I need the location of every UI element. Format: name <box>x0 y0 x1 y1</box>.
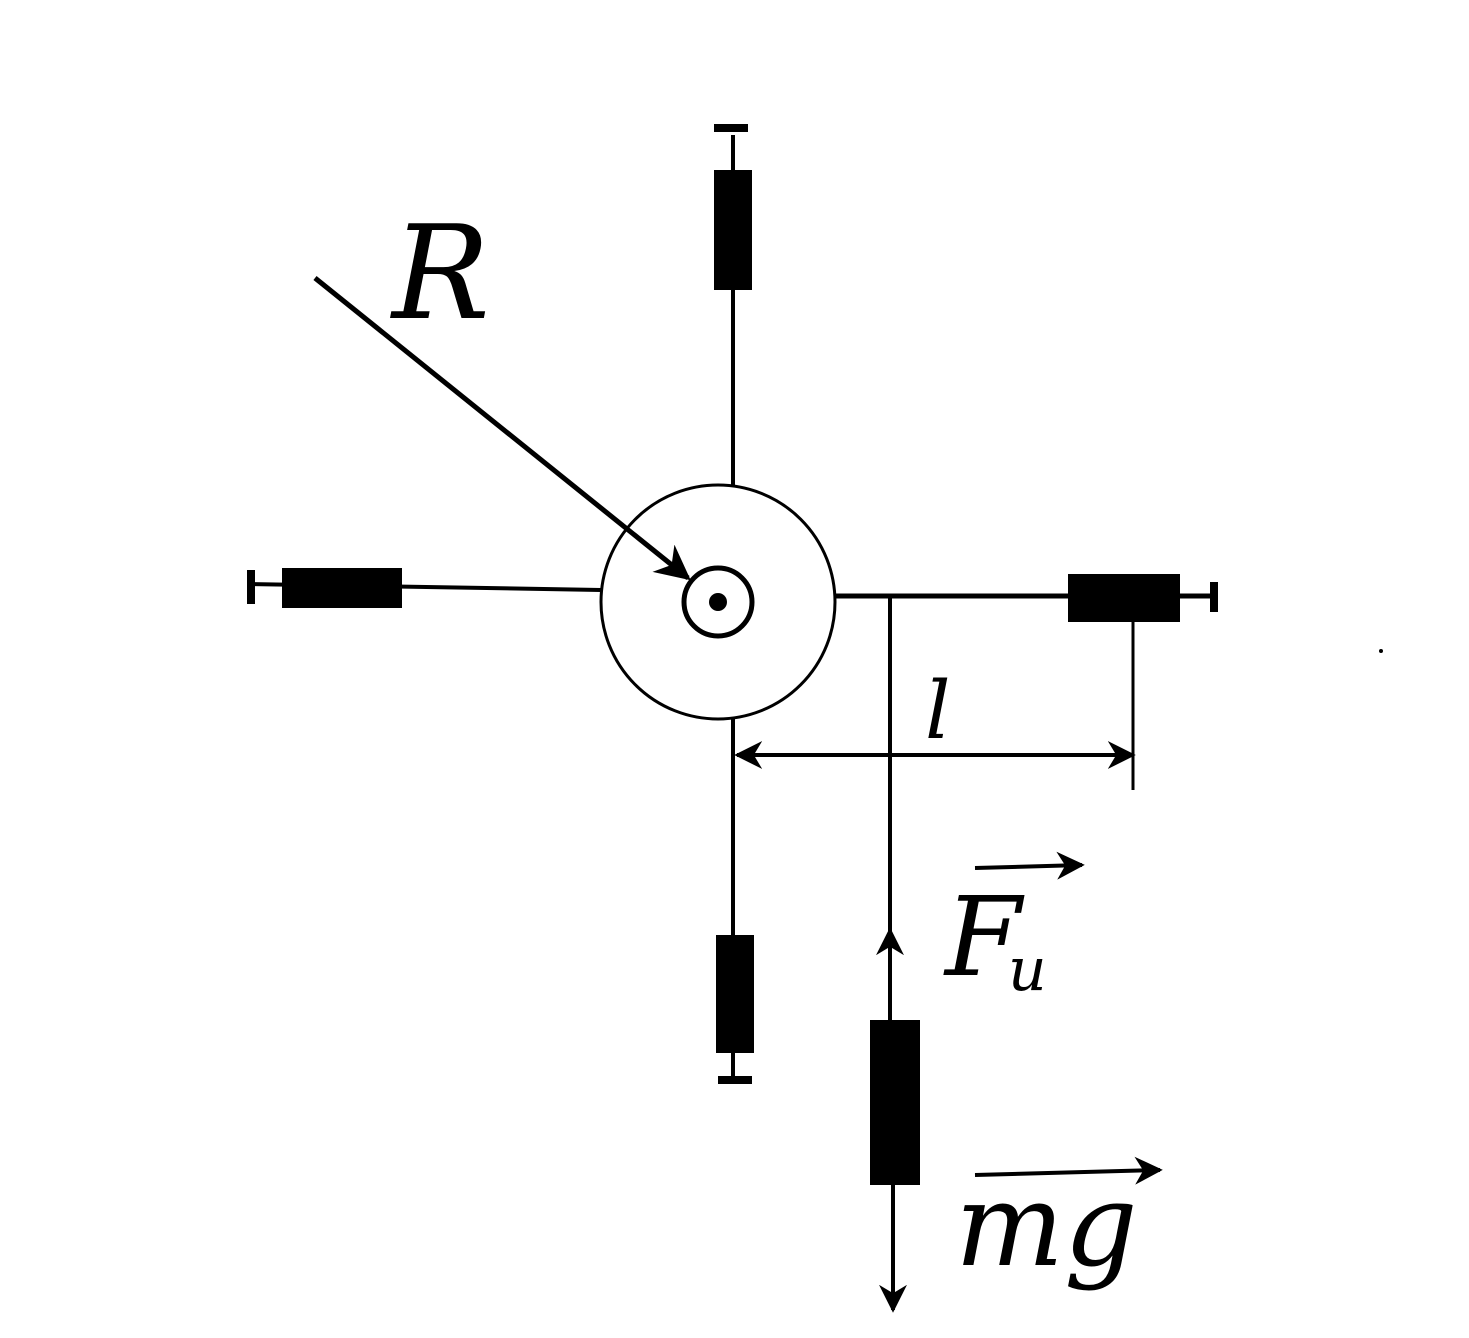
inertial-force-subscript: и <box>1008 935 1047 1005</box>
bottom-weight <box>716 719 754 1084</box>
right-weight <box>835 574 1218 622</box>
radius-arrow <box>313 276 691 581</box>
lever-arm-dimension <box>734 622 1136 790</box>
stray-dot <box>1379 649 1383 653</box>
top-weight <box>714 124 752 485</box>
inertial-force-label: F <box>943 873 1025 1001</box>
hanging-weight <box>870 598 920 1313</box>
rotating-disc <box>599 483 837 721</box>
axle-ring <box>681 565 755 639</box>
gravity-vector-bar <box>974 1156 1163 1185</box>
left-weight <box>247 568 602 608</box>
axle-center <box>709 593 727 611</box>
gravity-label: mg <box>955 1159 1138 1293</box>
lever-arm-label: l <box>925 664 951 757</box>
radius-label: R <box>390 197 490 349</box>
inertial-force-vector-bar <box>974 851 1085 880</box>
